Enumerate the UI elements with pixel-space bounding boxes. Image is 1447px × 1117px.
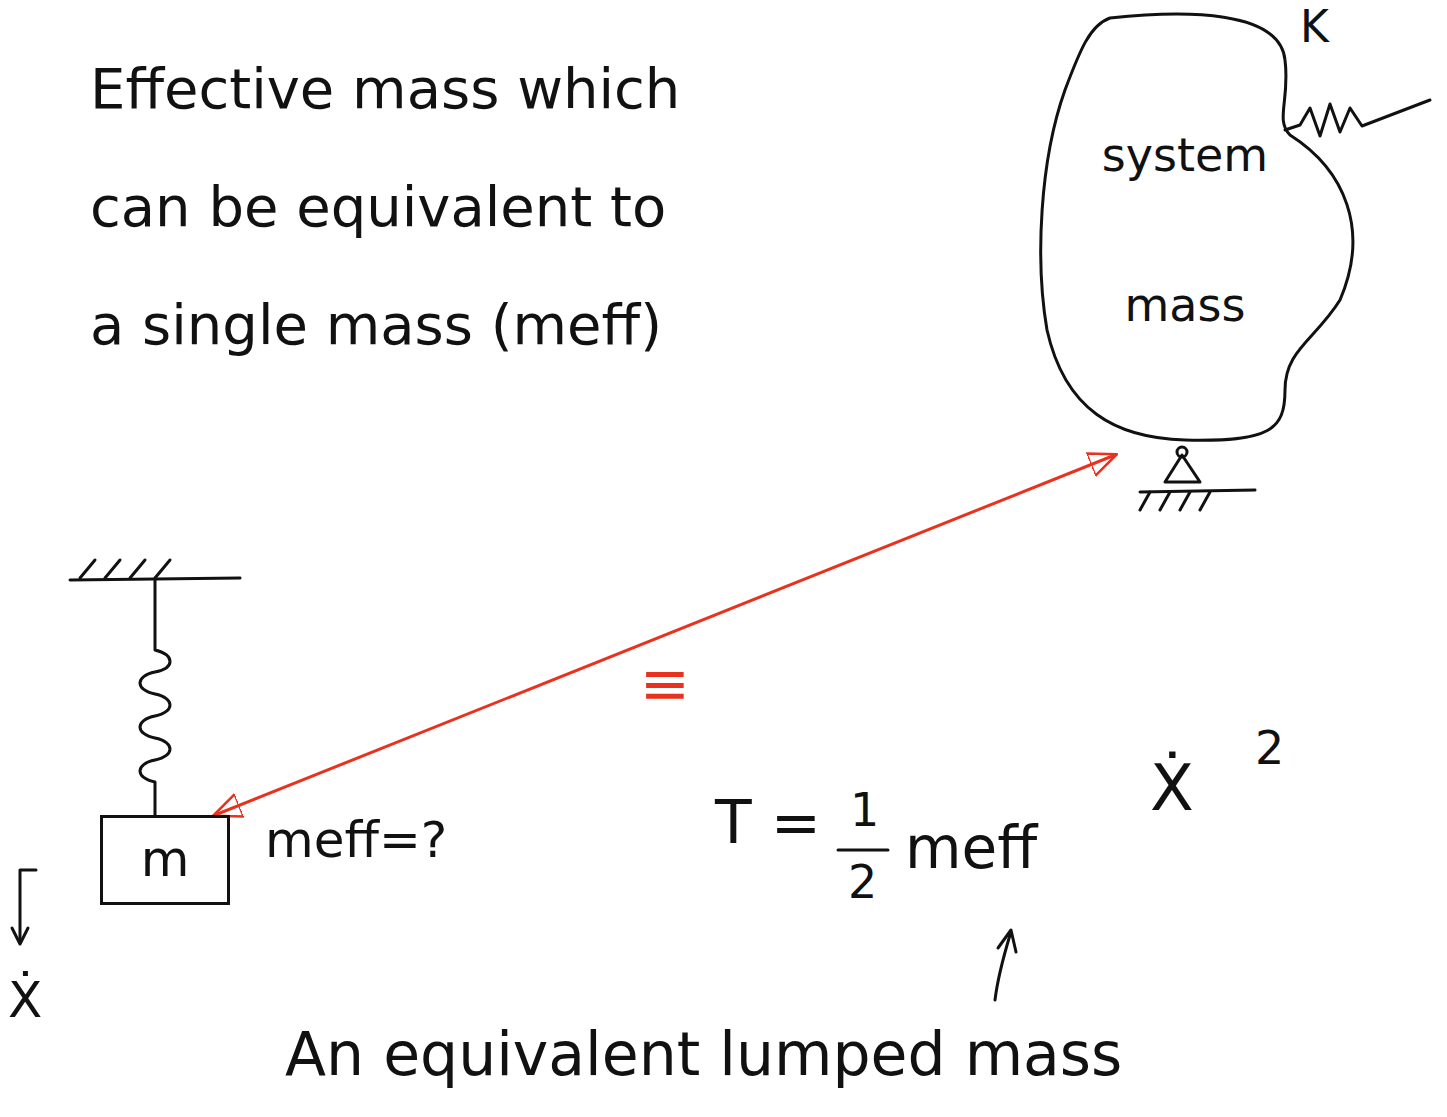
spring-label: K bbox=[1300, 2, 1329, 53]
blob-shape bbox=[1041, 14, 1353, 440]
velocity-label: Ẋ bbox=[8, 972, 42, 1030]
ground-line bbox=[1140, 490, 1255, 492]
system-blob: system mass bbox=[1035, 10, 1365, 455]
equivalence-arrow bbox=[215, 455, 1115, 815]
ceiling-hatch bbox=[80, 560, 170, 578]
node-text: m bbox=[141, 831, 190, 889]
spring-symbol bbox=[140, 580, 170, 815]
fraction-numerator: 1 bbox=[850, 784, 879, 837]
spring-symbol bbox=[1285, 100, 1430, 136]
arrow-head bbox=[12, 928, 28, 944]
pin-joint bbox=[1177, 447, 1187, 457]
formula-term: Ẋ bbox=[1150, 752, 1194, 826]
blob-outline bbox=[1035, 10, 1365, 455]
edge-label: ≡ bbox=[636, 649, 694, 718]
ground-hatch bbox=[1140, 492, 1210, 510]
formula-term: meff bbox=[905, 815, 1037, 882]
pointer-arrow bbox=[995, 935, 1010, 1000]
heading-note: Effective mass which can be equivalent t… bbox=[90, 30, 690, 384]
arrow-head bbox=[998, 930, 1016, 952]
fraction-bar bbox=[838, 849, 888, 852]
exponent: 2 bbox=[1255, 722, 1284, 775]
fraction-denominator: 2 bbox=[848, 856, 877, 909]
node-text: system mass bbox=[1085, 80, 1285, 380]
caption-note: An equivalent lumped mass bbox=[285, 1020, 1122, 1089]
pin-support bbox=[1165, 455, 1200, 482]
mass-box: m bbox=[100, 815, 230, 905]
formula-term: T = bbox=[715, 788, 821, 857]
question-label: meff=? bbox=[265, 812, 447, 870]
